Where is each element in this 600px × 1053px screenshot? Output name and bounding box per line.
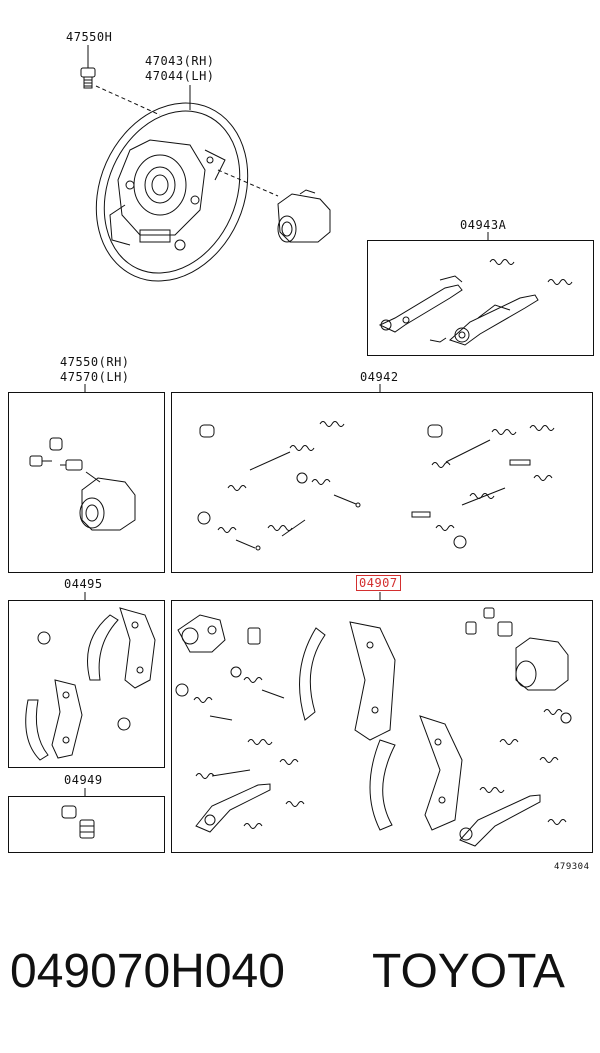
wheel-cylinder-top-icon [277, 189, 331, 243]
part-number: 049070H040 [10, 945, 285, 998]
springs-set-icon [197, 421, 555, 551]
spring-kit-box [171, 392, 593, 573]
brake-shoe-upper-icon [87, 607, 156, 689]
wheel-cylinder-icon [79, 477, 136, 531]
cylinder-kit-box [8, 796, 165, 853]
label-backing-plate-rh: 47043(RH) [145, 54, 215, 68]
label-diagram-id: 479304 [554, 862, 590, 872]
label-wheel-cylinder-rh: 47550(RH) [60, 355, 130, 369]
label-shoe-kit: 04495 [64, 577, 103, 591]
label-brake-kit[interactable]: 04907 [356, 575, 401, 591]
brake-kit-box [171, 600, 593, 853]
shoe-kit-box [8, 600, 165, 768]
bolt-icon [80, 67, 96, 89]
backing-plate-icon [95, 102, 249, 282]
label-wheel-cylinder-lh: 47570(LH) [60, 370, 130, 384]
label-spring-kit: 04942 [360, 370, 399, 384]
brake-shoe-lower-icon [25, 679, 83, 761]
brake-kit-parts-icon [175, 607, 572, 847]
adjuster-lever-left-icon [378, 275, 463, 343]
cylinder-kit-parts-icon [61, 805, 95, 839]
adjuster-lever-right-icon [449, 294, 539, 346]
brand-name: TOYOTA [372, 945, 565, 998]
label-backing-plate-lh: 47044(LH) [145, 69, 215, 83]
label-bolt: 47550H [66, 30, 113, 44]
label-adjuster-kit: 04943A [460, 218, 507, 232]
spring-small-icon [489, 259, 573, 285]
adjuster-kit-box [367, 240, 594, 356]
bleeder-cap-icon [29, 437, 83, 471]
wheel-cylinder-box [8, 392, 165, 573]
label-cylinder-kit: 04949 [64, 773, 103, 787]
